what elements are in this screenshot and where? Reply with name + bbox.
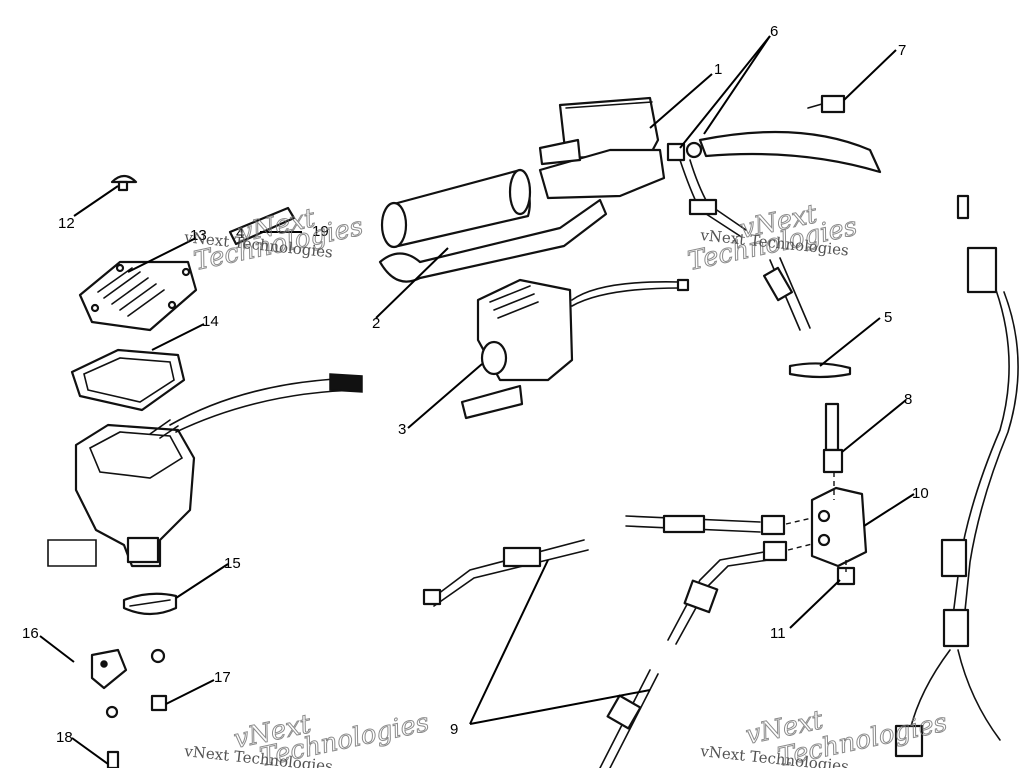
brake-lines-right — [625, 472, 847, 645]
callout-19: 19 — [312, 223, 329, 240]
callout-5: 5 — [884, 309, 892, 326]
callout-16: 16 — [22, 625, 39, 642]
handlebar-grip — [380, 168, 532, 249]
callout-7: 7 — [898, 42, 906, 59]
callout-11: 11 — [770, 625, 786, 642]
leader-lines — [39, 35, 915, 765]
cover-part-13 — [78, 260, 198, 332]
callout-14: 14 — [202, 313, 219, 330]
brake-hose-top — [679, 130, 882, 237]
throttle-housing-part-3 — [460, 278, 690, 420]
bolt-part-17 — [150, 694, 168, 712]
banjo-bolt-part-6 — [666, 141, 703, 162]
bleeder-part-7 — [807, 94, 846, 114]
callout-labels: 1 2 3 4 5 6 7 8 9 10 11 12 13 14 15 16 1… — [22, 23, 929, 746]
gasket-part-14 — [70, 348, 186, 412]
callout-1: 1 — [714, 61, 722, 78]
clip-part-5 — [788, 362, 852, 379]
callout-15: 15 — [224, 555, 241, 572]
junction-block-part-10 — [810, 486, 868, 568]
callout-17: 17 — [214, 669, 231, 686]
bracket-part-16 — [90, 648, 166, 719]
bolt-part-18 — [106, 750, 120, 768]
master-cylinder-body — [47, 419, 196, 568]
boot-part-15 — [122, 592, 178, 616]
screw-part-12 — [110, 174, 138, 192]
cable-assembly — [894, 194, 1019, 758]
callout-8: 8 — [904, 391, 912, 408]
callout-10: 10 — [912, 485, 929, 502]
callout-12: 12 — [58, 215, 75, 232]
brake-line-part-9 — [422, 539, 659, 768]
callout-2: 2 — [372, 315, 380, 332]
callout-6: 6 — [770, 23, 778, 40]
fitting-part-8 — [822, 402, 844, 474]
callout-3: 3 — [398, 421, 406, 438]
brake-lever-part-2 — [378, 198, 608, 283]
hose-upper-left — [169, 373, 363, 433]
callout-13: 13 — [190, 227, 207, 244]
callout-18: 18 — [56, 729, 73, 746]
diaphragm-part-19 — [228, 206, 296, 246]
callout-9: 9 — [450, 721, 458, 738]
bolt-part-11 — [836, 566, 856, 586]
callout-4: 4 — [236, 225, 244, 242]
hose-right-down — [762, 257, 811, 331]
master-cylinder-part-1 — [538, 96, 666, 200]
